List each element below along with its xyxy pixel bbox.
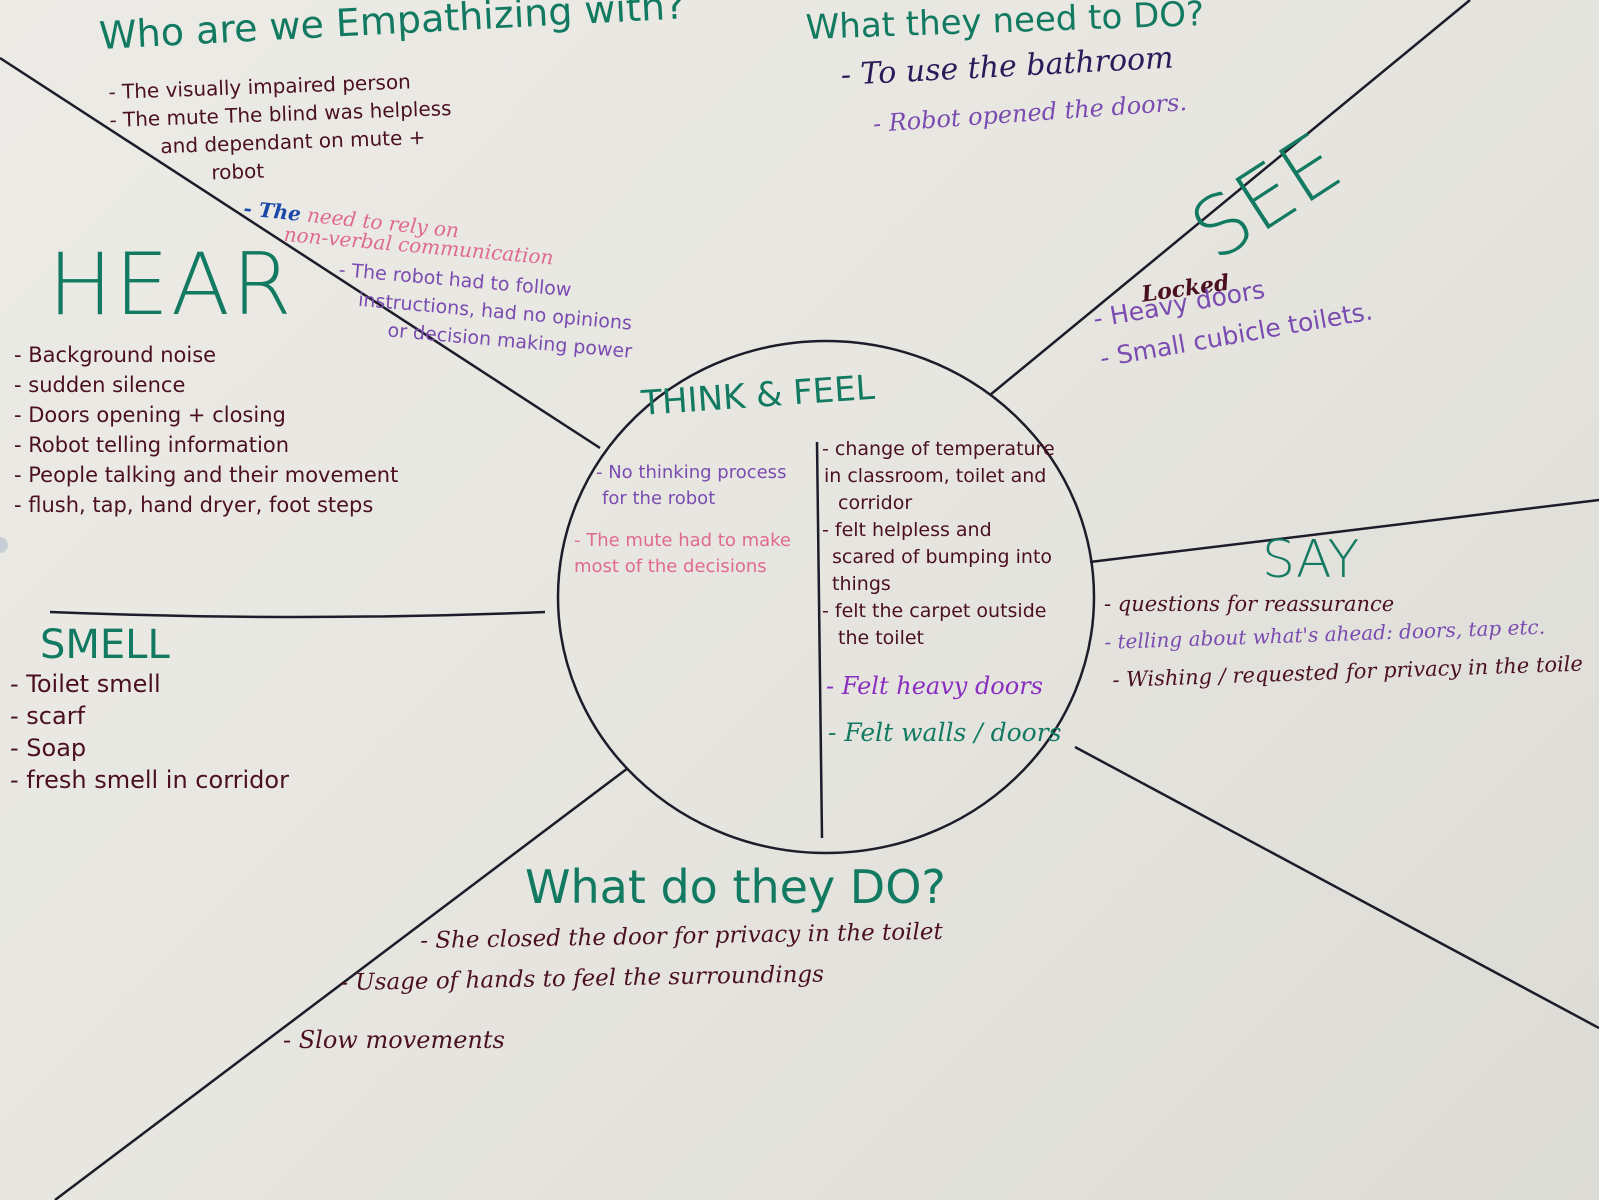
feel-green-item: - Felt walls / doors bbox=[828, 718, 1062, 747]
list-item: - No thinking process bbox=[596, 462, 787, 483]
who-list: - The visually impaired person - The mut… bbox=[108, 66, 454, 190]
divider-top-left bbox=[0, 56, 601, 450]
smell-heading: SMELL bbox=[40, 622, 170, 668]
divider-left bbox=[49, 610, 546, 619]
hear-heading: HEAR bbox=[48, 235, 294, 335]
hear-list: - Background noise - sudden silence - Do… bbox=[14, 340, 398, 520]
think-feel-circle bbox=[556, 339, 1096, 855]
say-heading: SAY bbox=[1262, 530, 1360, 590]
list-item: - flush, tap, hand dryer, foot steps bbox=[14, 493, 374, 517]
list-item: - scarf bbox=[10, 702, 86, 730]
list-item: - felt the carpet outside bbox=[822, 600, 1047, 622]
divider-top-right bbox=[989, 0, 1471, 396]
list-item: the toilet bbox=[838, 627, 924, 649]
list-item: in classroom, toilet and bbox=[824, 465, 1047, 487]
think-left-list: - No thinking process for the robot bbox=[596, 460, 786, 512]
list-item: - felt helpless and bbox=[822, 519, 992, 541]
do-heading: What do they DO? bbox=[525, 860, 946, 914]
list-item: - Soap bbox=[10, 734, 87, 762]
say-item-1: - questions for reassurance bbox=[1104, 592, 1395, 616]
do-item-3: - Slow movements bbox=[283, 1026, 505, 1054]
list-item: - sudden silence bbox=[14, 373, 186, 397]
list-item: - change of temperature bbox=[822, 438, 1055, 460]
list-item: most of the decisions bbox=[574, 556, 767, 577]
think-left-pink-list: - The mute had to make most of the decis… bbox=[574, 528, 791, 580]
feel-purple-item: - Felt heavy doors bbox=[826, 672, 1043, 700]
think-feel-divider bbox=[815, 441, 824, 839]
smell-list: - Toilet smell - scarf - Soap - fresh sm… bbox=[10, 668, 289, 796]
divider-bottom-right bbox=[1074, 745, 1599, 1030]
pin-mark bbox=[0, 537, 8, 553]
list-item: scared of bumping into bbox=[832, 546, 1053, 568]
list-item: - Doors opening + closing bbox=[14, 403, 286, 427]
divider-right bbox=[1089, 498, 1599, 564]
list-item: - Toilet smell bbox=[10, 670, 161, 698]
list-item: - The mute had to make bbox=[574, 530, 792, 551]
list-item: - Background noise bbox=[14, 343, 217, 367]
list-item: for the robot bbox=[602, 488, 716, 509]
list-item: - fresh smell in corridor bbox=[10, 766, 289, 794]
list-item: - Robot telling information bbox=[14, 433, 290, 457]
list-item: things bbox=[832, 573, 891, 595]
feel-right-list: - change of temperature in classroom, to… bbox=[822, 436, 1055, 652]
list-item: corridor bbox=[838, 492, 913, 514]
list-item: - People talking and their movement bbox=[14, 463, 399, 487]
divider-bottom-left bbox=[54, 767, 629, 1200]
